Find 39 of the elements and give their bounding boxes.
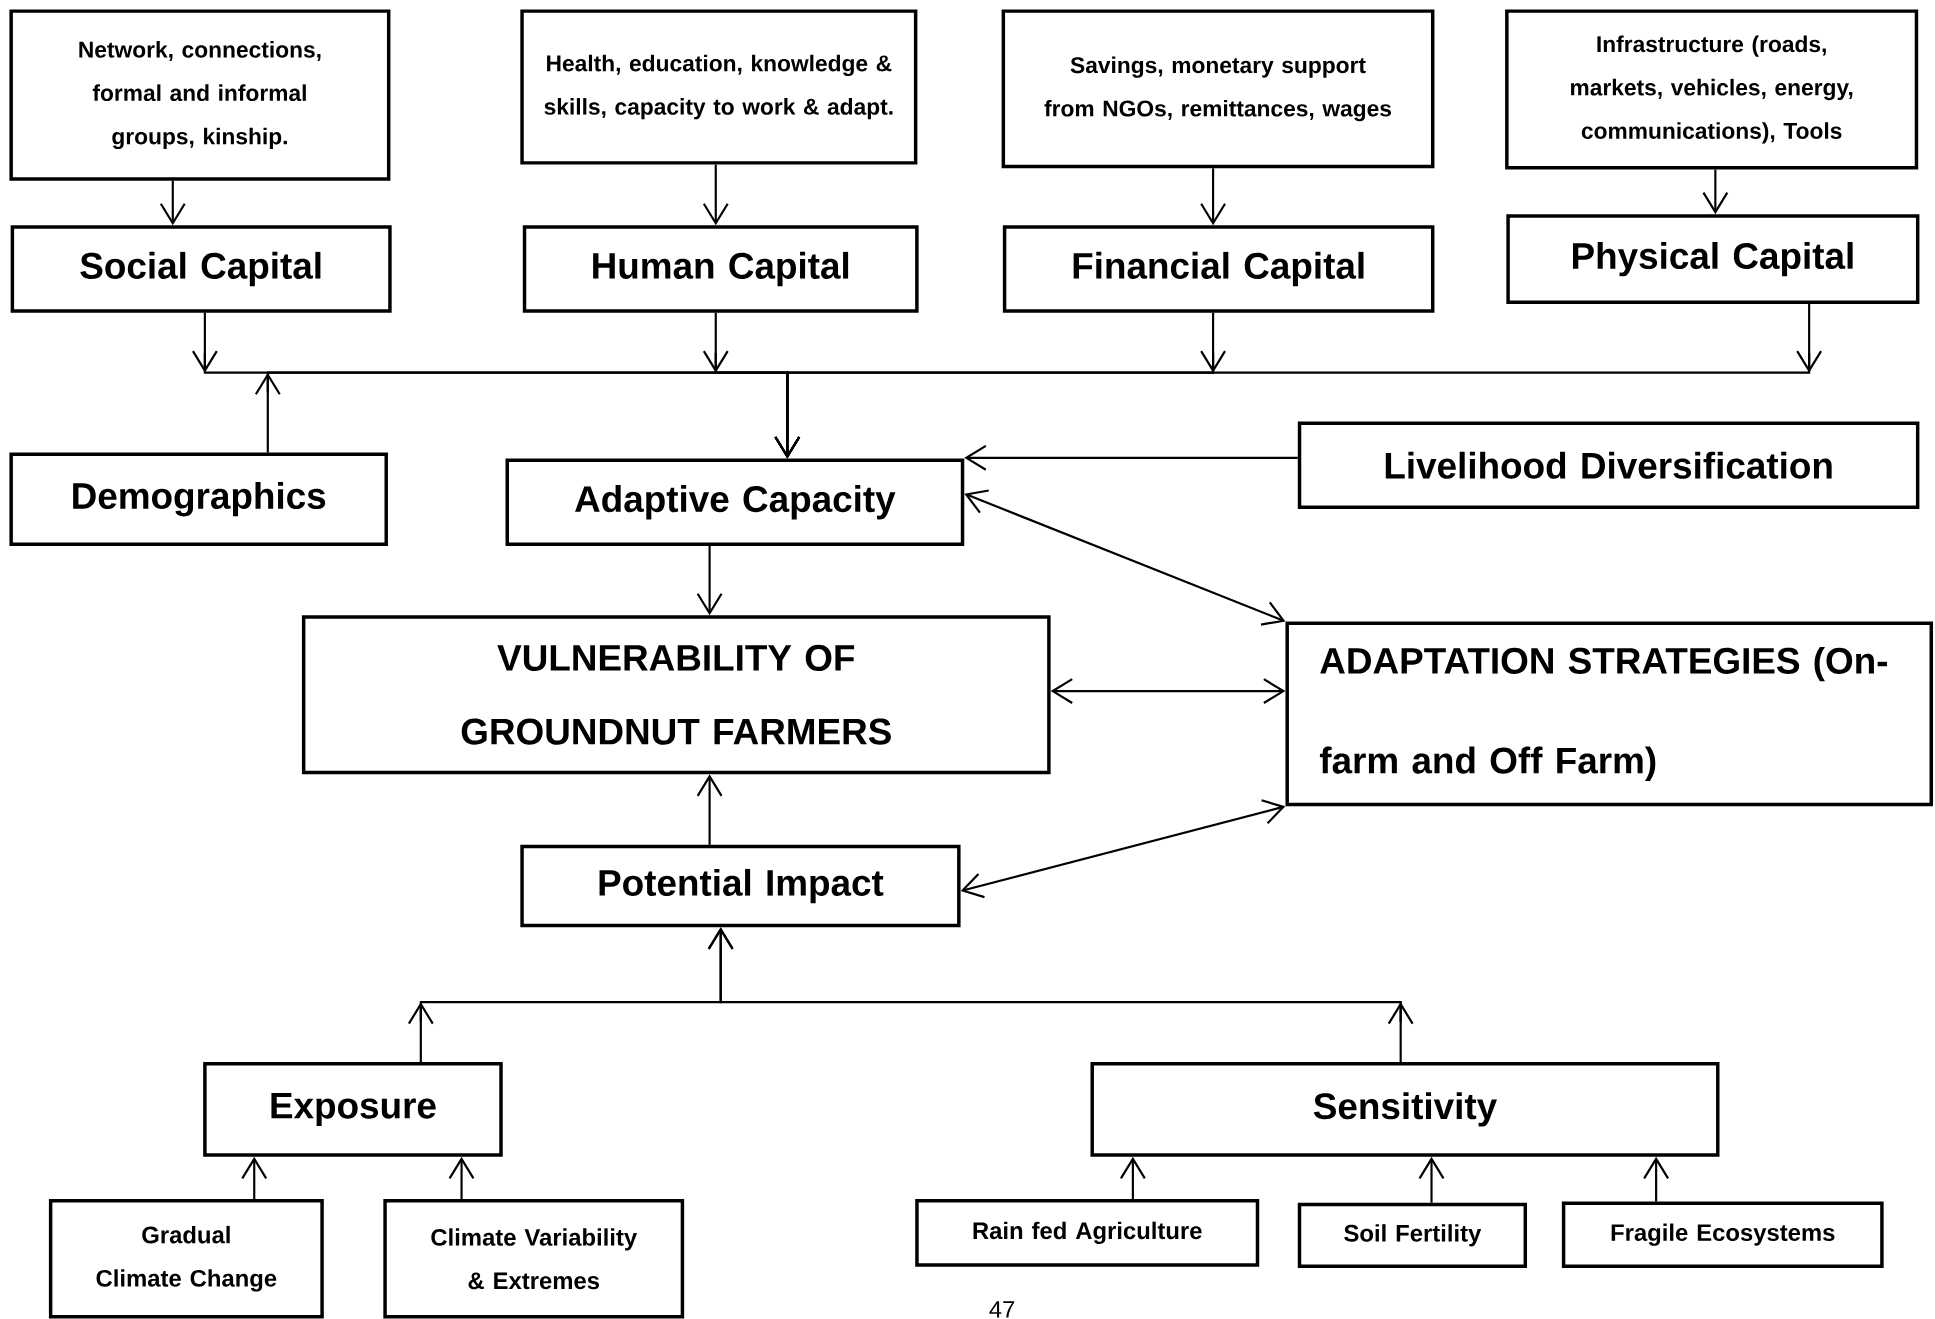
arrow — [1643, 1156, 1669, 1202]
arrow — [448, 1156, 475, 1199]
arrow — [964, 489, 1286, 626]
arrow — [964, 444, 1298, 471]
text-box: Fragile Ecosystems — [1561, 1201, 1884, 1268]
arrow — [1050, 678, 1286, 704]
text-box: Savings, monetary support from NGOs, remittances, wages — [1001, 9, 1435, 169]
page-number: 47 — [989, 1301, 1015, 1318]
factor-box: Livelihood Diversification — [1297, 421, 1920, 509]
text-box: Health, education, knowledge & skills, capacity to work & adapt. — [520, 9, 918, 165]
arrow — [241, 1156, 268, 1199]
arrow — [707, 927, 1414, 1062]
factor-box: Adaptive Capacity — [505, 458, 965, 546]
arrow — [696, 545, 723, 616]
capital-box: Human Capital — [522, 225, 919, 313]
arrow — [1702, 169, 1729, 215]
arrow — [1418, 1156, 1445, 1203]
text-box: Rain fed Agriculture — [915, 1198, 1260, 1267]
arrow — [254, 371, 801, 459]
central-box: VULNERABILITY OF GROUNDNUT FARMERS — [301, 615, 1051, 775]
capital-box: Financial Capital — [1002, 225, 1435, 313]
capital-box: Social Capital — [10, 225, 392, 313]
factor-box: Sensitivity — [1090, 1061, 1720, 1157]
text-box: Infrastructure (roads, markets, vehicles, energy, communications), Tools — [1505, 9, 1919, 170]
text-box: Gradual Climate Change — [48, 1198, 324, 1319]
text-box: Network, connections, formal and informal groups, kinship. — [9, 9, 391, 181]
text-box: Soil Fertility — [1297, 1202, 1528, 1268]
factor-box: Exposure — [203, 1061, 503, 1157]
arrow — [159, 180, 186, 226]
central-box: ADAPTATION STRATEGIES (On-farm and Off Farm) — [1285, 621, 1933, 807]
text-box: Climate Variability & Extremes — [383, 1198, 685, 1319]
arrow — [702, 164, 729, 226]
arrow — [960, 799, 1286, 899]
factor-box: Demographics — [9, 452, 388, 546]
arrow — [1120, 1156, 1146, 1199]
capital-box: Physical Capital — [1506, 214, 1920, 304]
arrow — [1200, 168, 1226, 226]
factor-box: Potential Impact — [520, 844, 961, 928]
arrow — [696, 774, 723, 845]
